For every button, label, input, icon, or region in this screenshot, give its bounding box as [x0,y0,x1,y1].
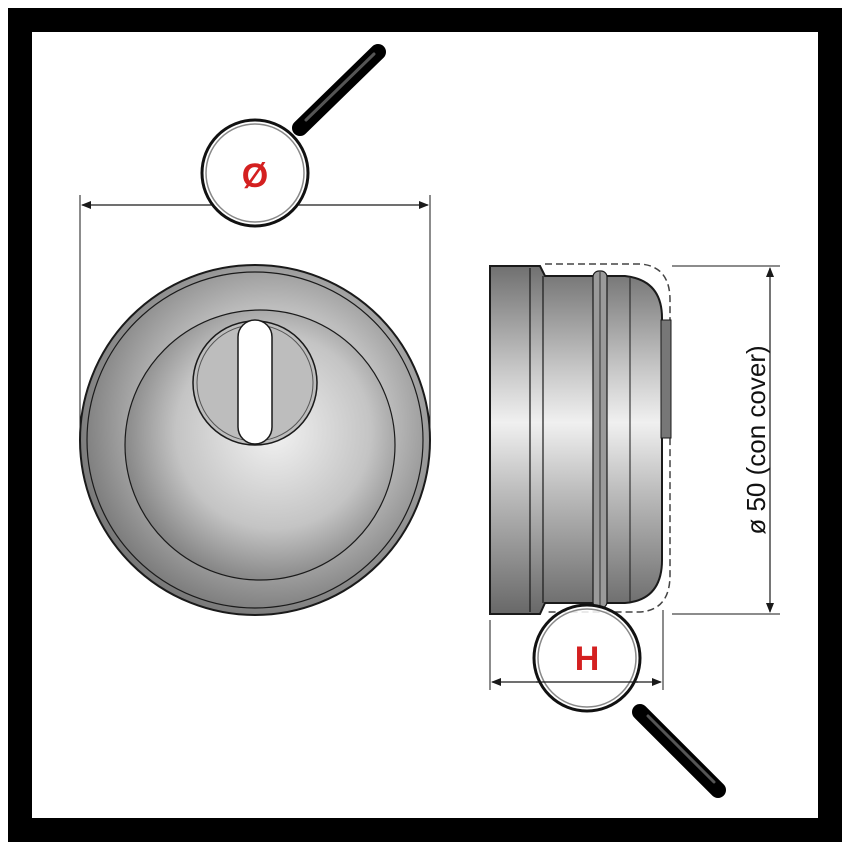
side-diameter-label: ø 50 (con cover) [741,345,771,534]
magnifier-handle-highlight [646,714,716,784]
magnifier-lens-inner [205,123,305,223]
key-slot [237,319,273,445]
magnifier-handle-highlight [304,52,376,122]
magnifier-lens-inner [537,608,637,708]
frame-border [8,8,842,842]
magnifier-diameter: Ø [200,44,386,228]
magnifier-lens [200,118,310,228]
magnifier-handle [632,704,726,798]
magnifier-lens [532,603,642,713]
side-rotor-tab [660,319,672,439]
magnifier-height: H [532,603,726,798]
front-view [79,195,431,616]
side-view: ø 50 (con cover) [489,263,780,690]
cover-outline [545,263,671,613]
side-body [489,265,663,615]
front-rim-line [86,271,424,609]
height-symbol: H [575,640,600,678]
diameter-symbol: Ø [242,157,268,195]
